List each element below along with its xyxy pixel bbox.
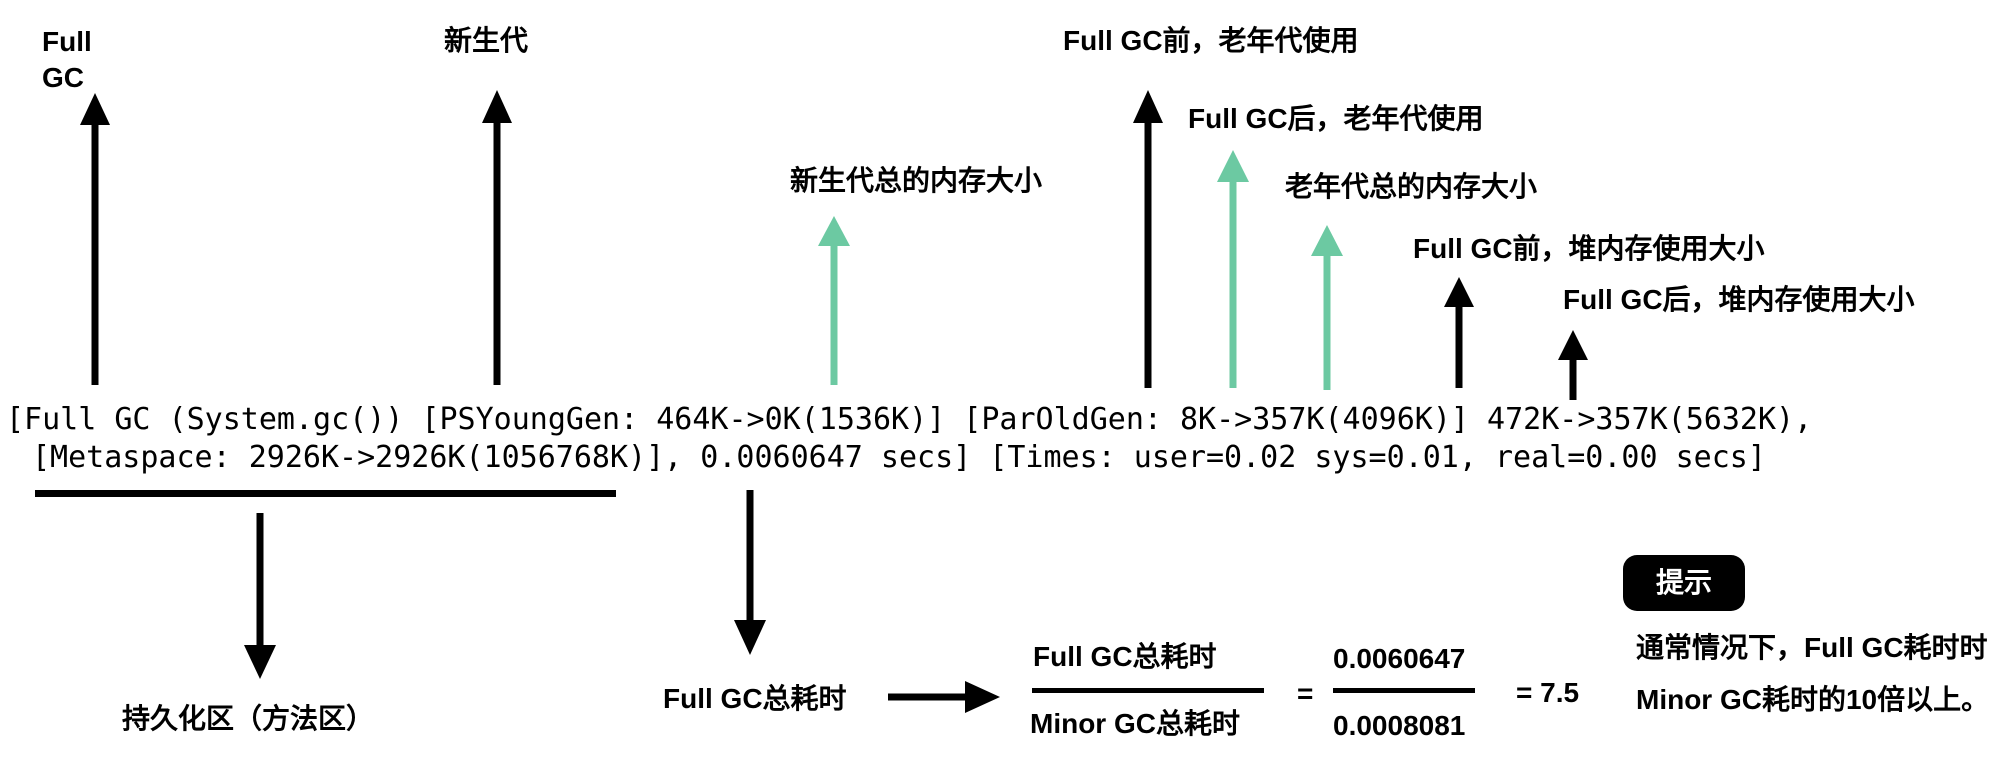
formula-value-numerator: 0.0060647 — [1333, 643, 1466, 674]
gc-log-line-1: [Full GC (System.gc()) [PSYoungGen: 464K… — [6, 402, 1813, 437]
tip-badge: 提示 — [1623, 555, 1745, 611]
formula-fraction-line-left — [1032, 688, 1264, 693]
formula-result: = 7.5 — [1516, 677, 1580, 708]
arrow-to-formula — [888, 681, 1000, 713]
arrow-young-gen — [482, 90, 512, 385]
arrow-heap-before — [1444, 277, 1474, 388]
permgen-label: 持久化区（方法区） — [122, 703, 375, 734]
formula-equals: = — [1297, 678, 1314, 709]
arrow-heap-after — [1558, 330, 1588, 400]
young-gen-label: 新生代 — [444, 25, 529, 56]
formula-value-denominator: 0.0008081 — [1333, 710, 1466, 741]
arrow-permgen — [244, 513, 276, 679]
full-gc-label: Full GC — [42, 26, 92, 93]
arrow-old-after — [1217, 150, 1249, 388]
arrow-old-total — [1311, 225, 1343, 390]
formula-denominator: Minor GC总耗时 — [1030, 708, 1240, 739]
arrow-young-total — [818, 216, 850, 385]
heap-after-label: Full GC后，堆内存使用大小 — [1563, 284, 1915, 315]
formula-numerator: Full GC总耗时 — [1033, 641, 1217, 672]
metaspace-underline — [35, 490, 616, 497]
young-gen-total-label: 新生代总的内存大小 — [790, 165, 1043, 196]
arrow-old-before — [1133, 90, 1163, 388]
old-gen-total-label: 老年代总的内存大小 — [1285, 171, 1538, 202]
full-gc-time-label: Full GC总耗时 — [663, 683, 847, 714]
heap-before-label: Full GC前，堆内存使用大小 — [1413, 233, 1765, 264]
arrow-full-gc — [80, 93, 110, 385]
formula-fraction-line-right — [1333, 688, 1475, 693]
gc-log-line-2: [Metaspace: 2926K->2926K(1056768K)], 0.0… — [32, 440, 1766, 475]
old-gen-after-label: Full GC后，老年代使用 — [1188, 103, 1484, 134]
tip-text: 通常情况下，Full GC耗时时Minor GC耗时的10倍以上。 — [1636, 632, 1990, 715]
old-gen-before-label: Full GC前，老年代使用 — [1063, 25, 1359, 56]
arrow-full-gc-time — [734, 490, 766, 655]
